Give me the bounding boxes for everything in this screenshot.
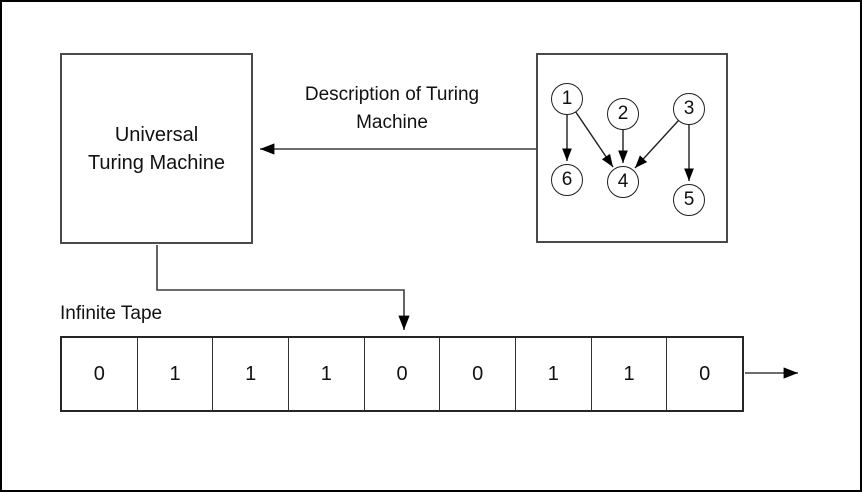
state-node-4: 4 bbox=[607, 166, 639, 198]
state-node-5: 5 bbox=[673, 184, 705, 216]
state-node-1: 1 bbox=[551, 83, 583, 115]
utm-box-label: Universal Turing Machine bbox=[88, 121, 225, 177]
description-label-line2: Machine bbox=[356, 112, 428, 133]
turing-machine-description-box: 1 2 3 6 4 5 bbox=[536, 53, 728, 243]
tape-cell-8: 1 bbox=[592, 338, 668, 410]
tape-cell-3: 1 bbox=[213, 338, 290, 410]
state-node-2: 2 bbox=[607, 98, 639, 130]
universal-turing-machine-box: Universal Turing Machine bbox=[60, 53, 253, 244]
tape-cell-1: 0 bbox=[62, 338, 138, 410]
tape-cell-2: 1 bbox=[138, 338, 214, 410]
tape-cell-5: 0 bbox=[365, 338, 441, 410]
utm-label-line1: Universal bbox=[114, 123, 199, 146]
tape-cell-4: 1 bbox=[289, 338, 365, 410]
description-label-line1: Description of Turing bbox=[304, 84, 480, 105]
infinite-tape: 0 1 1 1 0 0 1 1 0 bbox=[60, 336, 744, 412]
description-arrow-label: Description of Turing Machine bbox=[267, 81, 517, 137]
infinite-tape-label: Infinite Tape bbox=[60, 303, 163, 324]
state-node-3: 3 bbox=[673, 93, 705, 125]
tape-cell-7: 1 bbox=[516, 338, 592, 410]
utm-to-tape-arrow bbox=[156, 245, 410, 330]
tape-cell-9: 0 bbox=[699, 362, 711, 385]
tape-cell-6: 0 bbox=[440, 338, 517, 410]
utm-label-line2: Turing Machine bbox=[87, 151, 226, 174]
state-node-6: 6 bbox=[551, 164, 583, 196]
